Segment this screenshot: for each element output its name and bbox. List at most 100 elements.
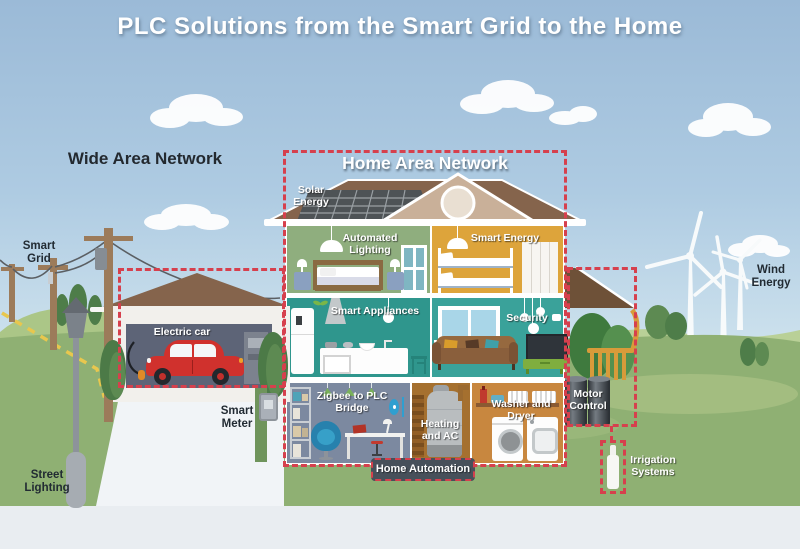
pendant-cord — [331, 226, 332, 241]
porch-railing — [587, 348, 634, 380]
desk — [345, 433, 405, 437]
laptop — [352, 424, 367, 434]
refrigerator — [291, 308, 314, 374]
irrigation-connector-dashes — [610, 426, 613, 442]
heating-ac-label: Heating and AC — [420, 418, 460, 443]
bed-blanket — [317, 277, 379, 286]
security-label: Security — [506, 312, 548, 324]
road — [0, 506, 800, 549]
utility-poles — [1, 258, 68, 350]
charging-cable — [127, 341, 141, 376]
bunk-post — [438, 248, 441, 293]
pendant-cord — [327, 383, 328, 388]
range-hood — [325, 298, 346, 324]
pendant-cord — [457, 226, 458, 239]
headlight — [147, 358, 151, 363]
pillow — [320, 268, 336, 276]
faucet — [384, 340, 392, 342]
room-washer-dryer — [472, 383, 563, 463]
smart-energy-label: Smart Energy — [470, 232, 540, 244]
dryer-door — [532, 428, 558, 454]
table-lamp — [390, 259, 400, 267]
home-automation-badge: Home Automation — [371, 458, 475, 481]
solar-energy-label: Solar Energy — [293, 184, 329, 209]
utility-pole-large — [104, 228, 113, 422]
zigbee-plc-bridge-label: Zigbee to PLC Bridge — [316, 390, 388, 415]
television — [526, 334, 568, 362]
table-lamp — [297, 259, 307, 267]
driveway — [96, 392, 284, 506]
laundry-basket — [491, 395, 504, 403]
kitchen-table — [411, 356, 427, 359]
nightstand — [294, 272, 311, 290]
irrigation-systems-label: Irrigation Systems — [630, 454, 676, 479]
desk-lamp — [383, 419, 392, 424]
room-automated-lighting — [287, 226, 430, 293]
wind-turbines — [645, 211, 762, 352]
home-area-network-label: Home Area Network — [342, 153, 508, 173]
smart-grid-label: Smart Grid — [22, 240, 56, 266]
car-window — [170, 344, 192, 357]
radiator — [412, 395, 424, 457]
bed-base — [315, 285, 381, 291]
bed-headrail — [313, 260, 383, 265]
laundry-hamper — [508, 391, 528, 403]
garage-door-opening — [126, 324, 272, 388]
detergent-bottle — [480, 389, 487, 403]
pendant-cord — [524, 298, 525, 314]
wind-energy-label: Wind Energy — [751, 264, 791, 290]
plc-yellow-dashed-path — [1, 311, 261, 401]
smart-appliances-label: Smart Appliances — [330, 305, 420, 317]
pendant-lamp — [447, 238, 468, 249]
chair — [417, 362, 425, 364]
taillight — [239, 358, 243, 363]
street-lighting-label: Street Lighting — [24, 469, 70, 495]
office-chair — [371, 441, 383, 444]
bunk-mattress-bottom — [438, 278, 513, 286]
clouds — [144, 80, 790, 257]
oven-door — [323, 355, 351, 374]
pot — [325, 342, 337, 348]
storage-box — [293, 392, 301, 401]
heater-pipe — [458, 385, 463, 401]
wide-area-network-label: Wide Area Network — [67, 149, 223, 168]
laundry-shelf — [476, 403, 559, 407]
sofa-armrest — [432, 342, 441, 364]
washer-door — [498, 429, 523, 454]
smart-meter-device — [259, 393, 278, 421]
bunk-mattress-top — [438, 258, 513, 266]
house-body — [285, 224, 568, 465]
nightstand — [387, 272, 404, 290]
smart-meter-label: Smart Meter — [220, 405, 254, 431]
motor-control-unit — [565, 378, 587, 426]
garage-roof — [92, 273, 302, 311]
page-title: PLC Solutions from the Smart Grid to the… — [117, 13, 683, 40]
electric-car-label: Electric car — [153, 326, 211, 338]
pendant-globe — [383, 312, 394, 323]
pole-crossarm — [84, 236, 133, 241]
charging-plug — [138, 370, 145, 380]
storage-shelf — [290, 387, 311, 459]
tv-stand — [523, 359, 567, 369]
washer-dryer-label: Washer and Dryer — [491, 398, 551, 423]
street-lamp — [62, 297, 90, 508]
automated-lighting-label: Automated Lighting — [342, 232, 398, 257]
room-zigbee-plc-bridge — [287, 383, 410, 463]
room-smart-appliances — [287, 298, 430, 377]
bunk-post — [510, 248, 513, 293]
pendant-globe — [520, 313, 529, 322]
kettle — [343, 342, 353, 348]
security-camera-icon — [552, 314, 561, 321]
solar-panel-grid — [300, 189, 430, 222]
sofa-base — [434, 348, 518, 364]
pendant-lamp — [320, 240, 343, 252]
motor-control-label: Motor Control — [569, 388, 607, 413]
green-pendant — [322, 388, 333, 396]
pendant-cord — [388, 298, 389, 313]
porch-roof — [565, 268, 636, 308]
pole-transformer — [95, 248, 107, 270]
gable-window — [440, 185, 476, 221]
room-heating-ac — [412, 383, 470, 463]
room-security — [432, 298, 568, 377]
